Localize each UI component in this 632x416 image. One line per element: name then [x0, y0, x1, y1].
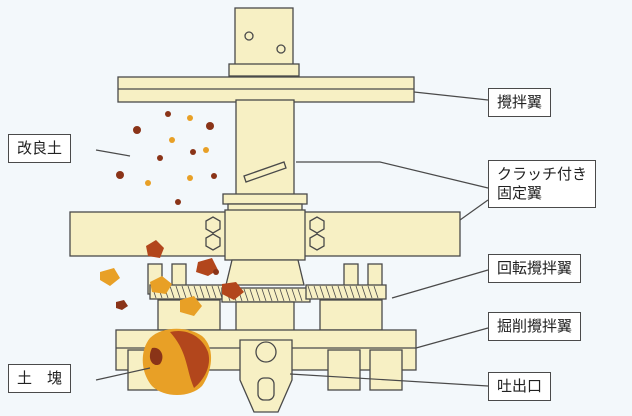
discharge-slot: [257, 377, 275, 401]
leader-clutch: [296, 161, 489, 189]
label-clutch-line2: 固定翼: [497, 183, 543, 202]
label-excavation-stirring-blade: 掘削攪拌翼: [488, 312, 582, 341]
bolt-right-lower: [309, 233, 325, 251]
soil-clods: [100, 240, 244, 316]
leader-lump: [95, 367, 151, 381]
label-soil-lump: 土 塊: [8, 364, 72, 393]
bolt-right-upper: [309, 216, 325, 234]
label-discharge-outlet: 吐出口: [488, 372, 552, 401]
excavation-tooth-2: [327, 349, 361, 391]
label-clutch-fixed-blade: クラッチ付き 固定翼: [488, 160, 597, 208]
label-rotating-stirring-blade: 回転攪拌翼: [488, 254, 582, 283]
fixed-blade-hub: [224, 209, 306, 261]
main-shaft: [235, 99, 295, 197]
leader-improved-soil: [95, 149, 131, 157]
leader-excavation: [415, 327, 489, 349]
label-improved-soil: 改良土: [8, 134, 72, 163]
shaft-taper: [225, 259, 305, 286]
lower-shaft: [235, 301, 295, 333]
coupling-flange: [228, 63, 300, 77]
label-stirring-blade: 攪拌翼: [488, 88, 552, 117]
leader-rotating: [391, 269, 489, 299]
bolt-left-lower: [205, 233, 221, 251]
shaft-hole-1: [244, 31, 254, 41]
leader-stirring-blade: [413, 91, 489, 101]
leader-discharge: [289, 373, 489, 387]
excavation-tooth-3: [369, 349, 403, 391]
shaft-top: [234, 7, 294, 67]
label-clutch-line1: クラッチ付き: [497, 165, 588, 183]
clutch-collar: [222, 193, 308, 205]
leader-lines: [95, 91, 489, 387]
bolt-left-upper: [205, 216, 221, 234]
discharge-valve: [255, 341, 277, 363]
discharge-nozzle: [239, 339, 293, 413]
leader-fixed-blade: [459, 199, 489, 221]
improved-soil-particles: [116, 111, 217, 205]
soil-lump: [142, 328, 212, 395]
lower-block-right: [319, 299, 383, 331]
shaft-hole-2: [276, 44, 286, 54]
shaft-slot: [243, 161, 287, 183]
